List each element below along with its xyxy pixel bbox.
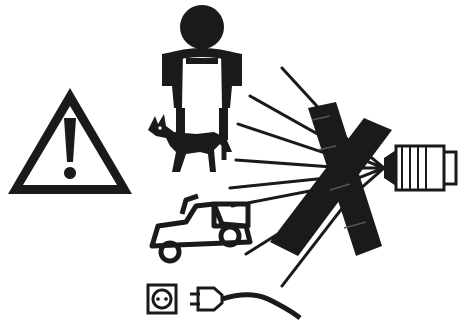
power-socket-icon — [148, 285, 176, 313]
warning-triangle-icon — [8, 88, 132, 194]
power-plug-icon — [190, 288, 300, 318]
